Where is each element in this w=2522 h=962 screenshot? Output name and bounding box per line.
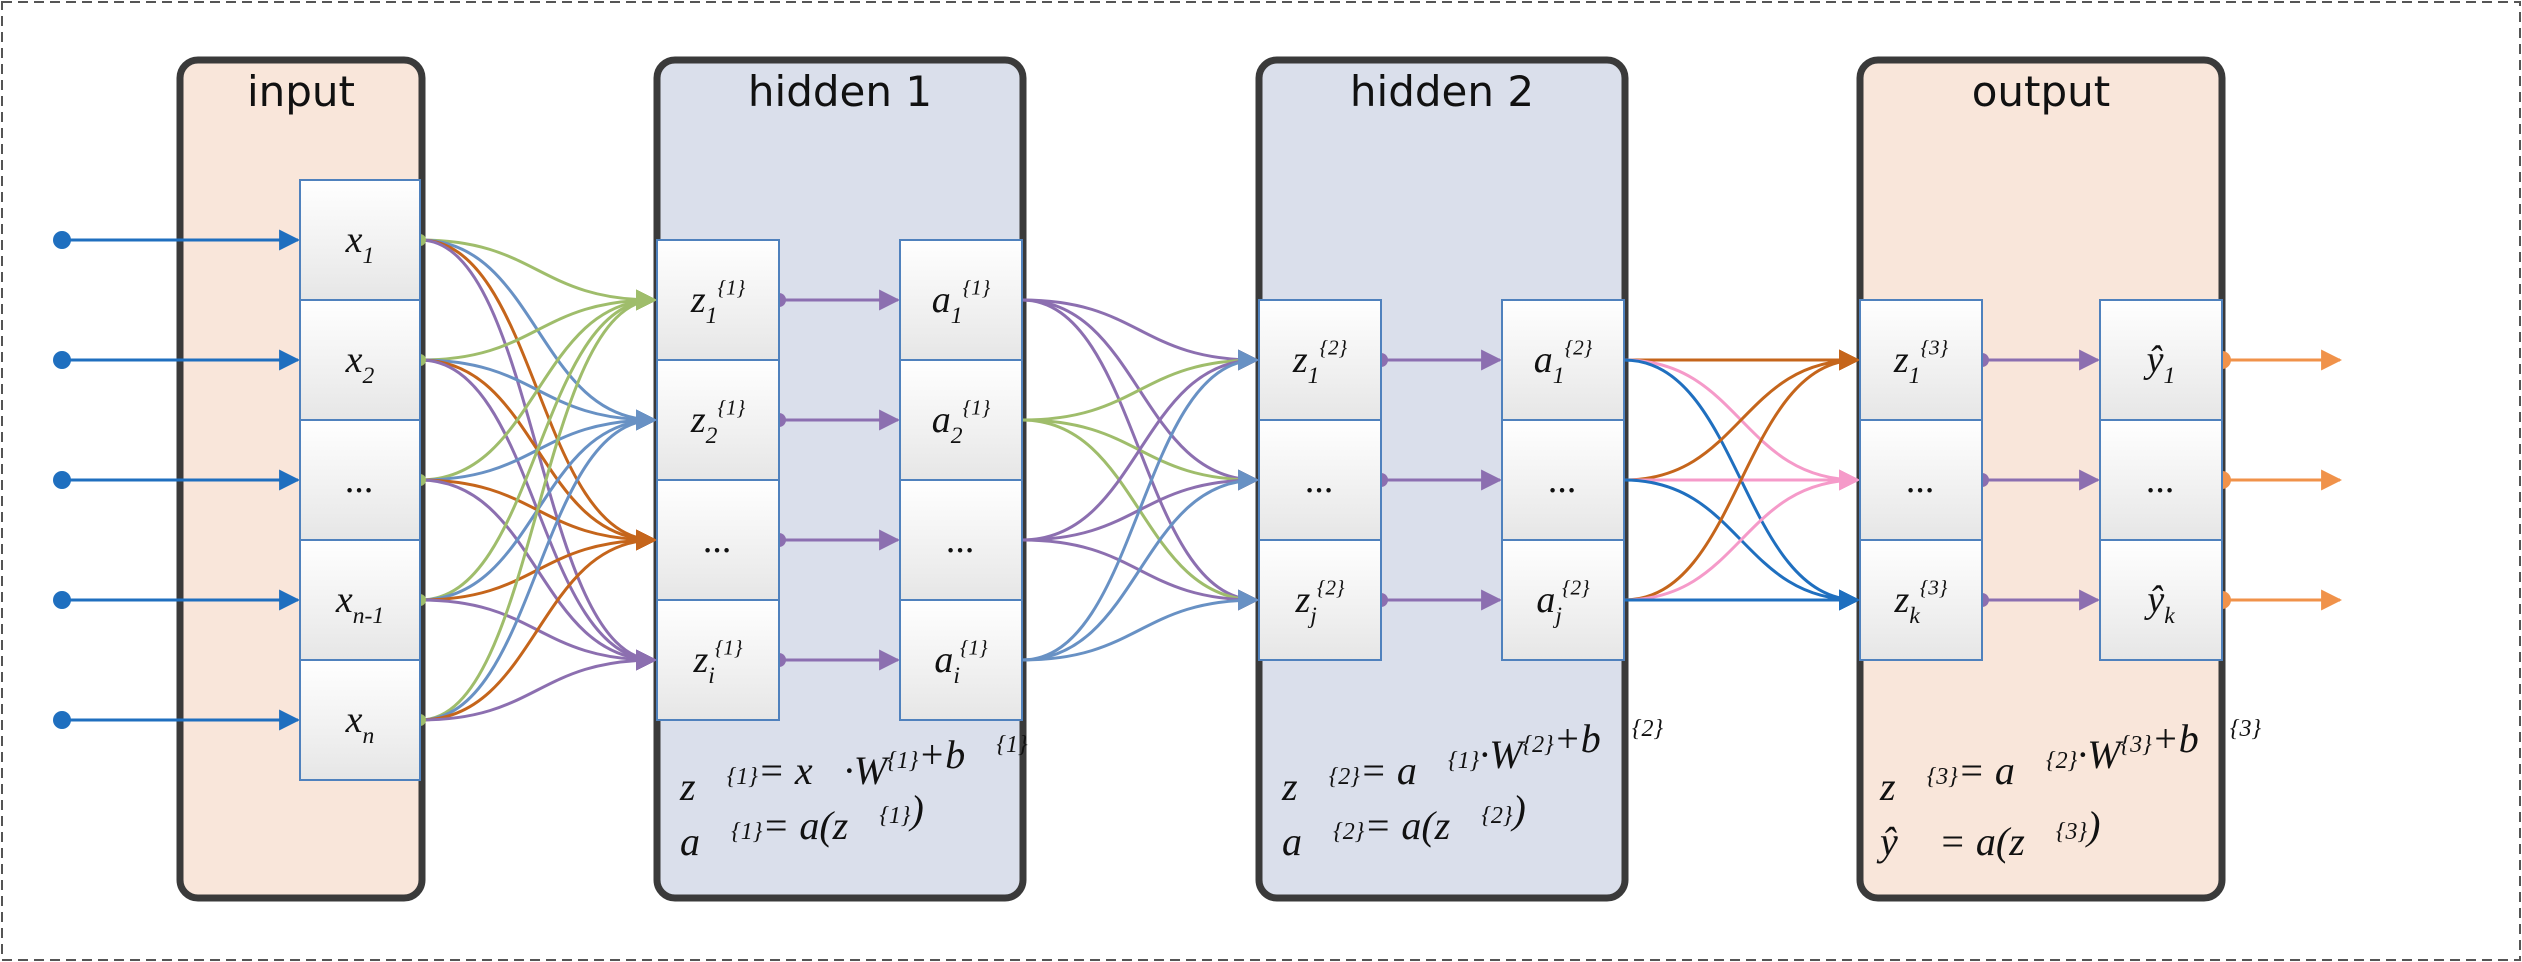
outy-node-2 <box>2099 539 2223 661</box>
node-label: z2{1} <box>690 396 746 449</box>
input-node-4 <box>299 659 421 781</box>
edge-input-h1 <box>419 409 658 722</box>
node-label: z1{1} <box>690 276 746 329</box>
outz-node-2 <box>1859 539 1983 661</box>
edge-h1-h2 <box>1021 349 1260 662</box>
h1z-node-1 <box>656 359 780 481</box>
layer-title-output: output <box>1972 67 2111 116</box>
node-label: aj{2} <box>1536 576 1590 629</box>
node-label: ... <box>1549 459 1578 501</box>
equation-line: a⃗{1}= a(z⃗{1}) <box>680 787 924 864</box>
h1a-node-1 <box>899 359 1023 481</box>
edge-h1-h2 <box>1021 298 1260 371</box>
node-label: x1 <box>345 219 375 269</box>
h2a-node-2 <box>1501 539 1625 661</box>
node-label: a2{1} <box>932 396 991 449</box>
node-label: a1{2} <box>1534 336 1593 389</box>
edge-input-h1 <box>419 529 658 722</box>
h2z-node-0 <box>1258 299 1382 421</box>
edge-h1-h2 <box>1021 349 1260 542</box>
edge-input-h1 <box>419 289 658 722</box>
edge-input-h1 <box>419 238 658 311</box>
node-label: x2 <box>345 339 375 389</box>
h2a-node-0 <box>1501 299 1625 421</box>
node-label: ... <box>704 519 733 561</box>
node-label: xn <box>345 699 375 749</box>
h1z-node-2 <box>656 479 780 601</box>
h2a-node-1 <box>1501 419 1625 541</box>
node-label: ... <box>947 519 976 561</box>
edge-h2-out <box>1623 349 1861 602</box>
outy-node-0 <box>2099 299 2223 421</box>
outy-node-1 <box>2099 419 2223 541</box>
equation-line: a⃗{2}= a(z⃗{2}) <box>1282 787 1526 864</box>
node-label: z1{2} <box>1292 336 1348 389</box>
node-label: zi{1} <box>693 636 743 689</box>
edge-h2-out <box>1623 349 1861 482</box>
equation-line: z⃗{2}= a⃗{1}·W{2}+b⃗{2} <box>1281 716 1663 809</box>
node-label: ... <box>1907 459 1936 501</box>
node-label: zk{3} <box>1894 576 1948 629</box>
layer-title-input: input <box>247 67 355 116</box>
h1a-node-3 <box>899 599 1023 721</box>
input-node-0 <box>299 179 421 301</box>
h1a-node-0 <box>899 239 1023 361</box>
equation-line: ŷ⃗ = a(z⃗{3}) <box>1876 803 2100 864</box>
edge-input-h1 <box>419 289 658 362</box>
node-label: a1{1} <box>932 276 991 329</box>
node-label: ŷk <box>2143 579 2175 629</box>
edge-h1-h2 <box>1021 589 1260 662</box>
outz-node-0 <box>1859 299 1983 421</box>
h1a-node-2 <box>899 479 1023 601</box>
edge-h1-h2 <box>1021 349 1260 422</box>
layer-title-hidden2: hidden 2 <box>1350 67 1534 116</box>
node-label: ai{1} <box>934 636 988 689</box>
node-label: zj{2} <box>1295 576 1345 629</box>
h1z-node-0 <box>656 239 780 361</box>
node-label: ... <box>1306 459 1335 501</box>
node-label: xn-1 <box>335 579 384 629</box>
node-label: z1{3} <box>1893 336 1949 389</box>
edge-input-h1 <box>419 289 658 602</box>
edge-h1-h2 <box>1021 469 1260 662</box>
node-label: ... <box>346 459 375 501</box>
edge-input-h1 <box>419 289 658 482</box>
input-node-1 <box>299 299 421 421</box>
equation-line: z⃗{1}= x⃗·W{1}+b⃗{1} <box>679 732 1028 809</box>
node-label: ŷ1 <box>2143 339 2176 389</box>
edge-input-h1 <box>419 649 658 722</box>
input-node-3 <box>299 539 421 661</box>
h2z-node-1 <box>1258 419 1382 541</box>
node-label: ... <box>2147 459 2176 501</box>
edge-h2-out <box>1623 469 1861 602</box>
layer-title-hidden1: hidden 1 <box>748 67 932 116</box>
h2z-node-2 <box>1258 539 1382 661</box>
equation-line: z⃗{3}= a⃗{2}·W{3}+b⃗{3} <box>1879 716 2261 809</box>
h1z-node-3 <box>656 599 780 721</box>
